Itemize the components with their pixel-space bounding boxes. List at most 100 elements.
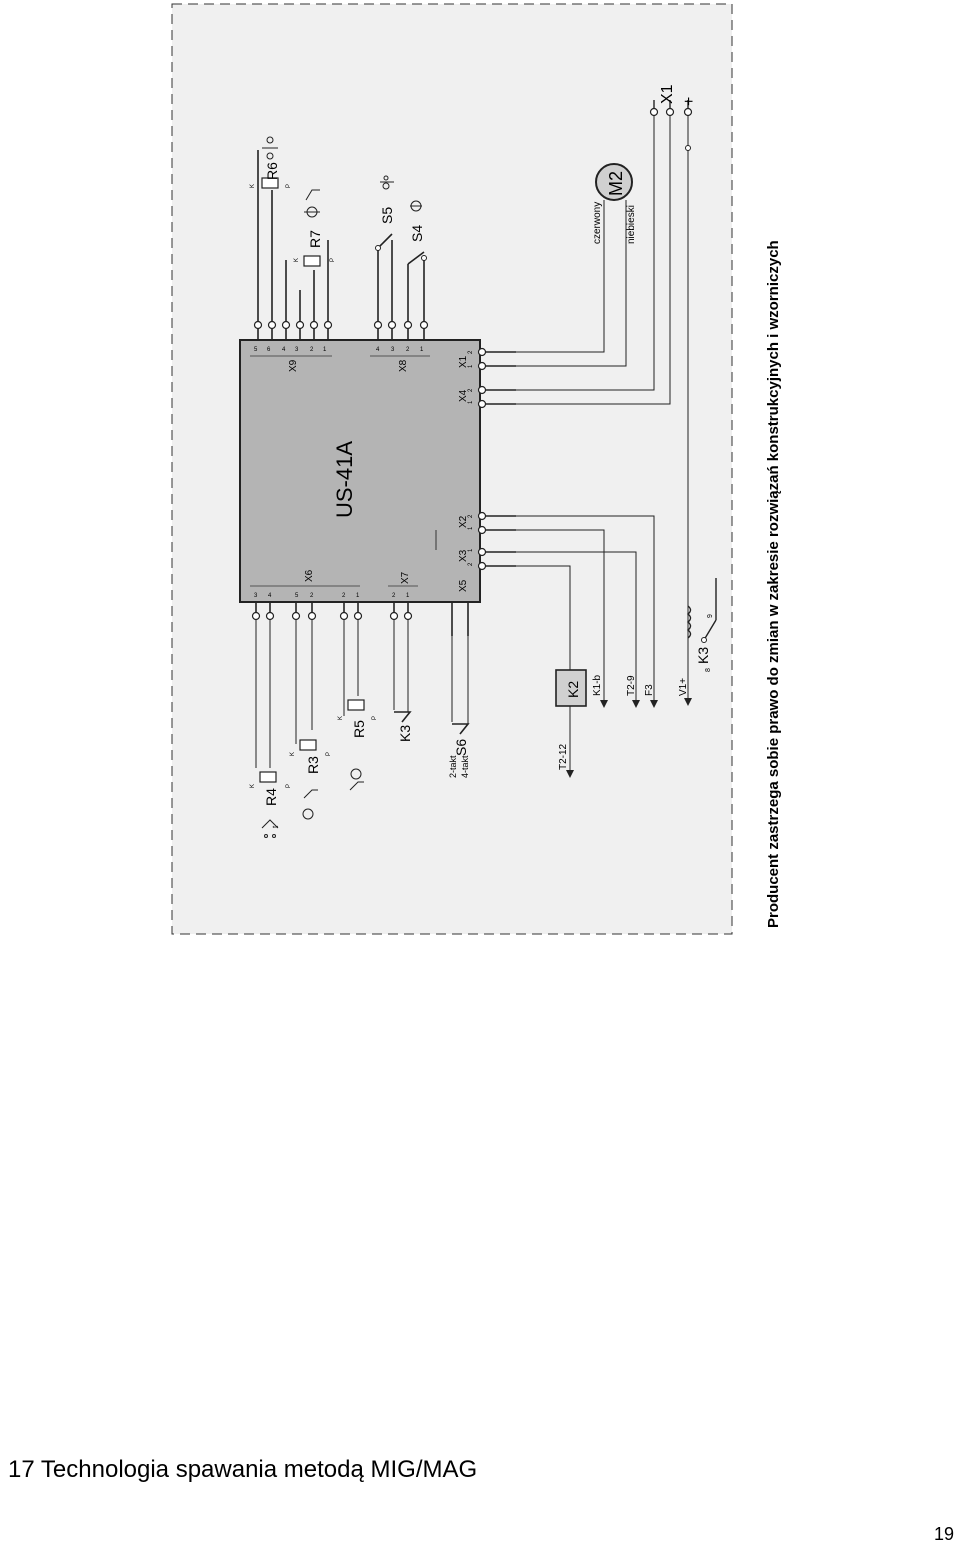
x3-label: X3 <box>458 549 469 562</box>
czerwony-label: czerwony <box>592 202 603 244</box>
svg-text:1: 1 <box>420 347 424 353</box>
r7-k-label: K <box>294 258 300 262</box>
niebieski-label: niebieski <box>626 205 637 244</box>
r6-potentiometer <box>261 177 279 189</box>
svg-text:2: 2 <box>468 562 474 566</box>
bottom-sockets <box>251 611 413 621</box>
r4-label: R4 <box>263 788 279 806</box>
r7-p-label: P <box>330 258 336 262</box>
r4-p-label: P <box>286 784 292 788</box>
top-sockets <box>253 320 429 330</box>
m2-label: M2 <box>606 171 626 196</box>
x2-label: X2 <box>458 515 469 528</box>
right-pins: 1 2 1 2 1 2 2 1 <box>468 350 474 566</box>
x5-label: X5 <box>458 579 469 592</box>
svg-text:1: 1 <box>356 593 360 599</box>
r5-potentiometer <box>347 699 365 711</box>
r5-p-label: P <box>372 716 378 720</box>
k3-contact-switch <box>703 578 717 641</box>
module-label: US-41A <box>332 441 357 518</box>
x8-pins: 4 3 2 1 <box>376 347 424 353</box>
x4-label: X4 <box>458 389 469 402</box>
r3-label: R3 <box>305 756 321 774</box>
r6-label: R6 <box>264 162 280 180</box>
plus-node <box>685 145 691 151</box>
x1-supply-label: X1 <box>659 84 676 104</box>
svg-text:2: 2 <box>468 350 474 354</box>
svg-text:6: 6 <box>267 347 271 353</box>
x6-pins: 3 4 5 2 2 1 <box>254 593 360 599</box>
k1-b-label: K1-b <box>592 674 603 696</box>
svg-text:1: 1 <box>406 593 410 599</box>
four-takt-label: 4-takt <box>460 755 470 778</box>
svg-text:3: 3 <box>295 347 299 353</box>
svg-text:2: 2 <box>468 388 474 392</box>
right-sockets <box>477 347 487 571</box>
k3-contact-node <box>701 637 707 643</box>
r6-p-label: P <box>286 184 292 188</box>
page-number: 19 <box>934 1524 955 1544</box>
s4-switch <box>407 251 425 265</box>
k3-coil-label: K3 <box>695 647 711 664</box>
svg-text:1: 1 <box>468 526 474 530</box>
svg-text:2: 2 <box>392 593 396 599</box>
svg-text:1: 1 <box>323 347 327 353</box>
two-takt-label: 2-takt <box>448 755 458 778</box>
s5-label: S5 <box>379 207 395 224</box>
r4-potentiometer <box>259 771 277 783</box>
svg-text:2: 2 <box>406 347 410 353</box>
k3-switch <box>394 711 412 723</box>
x9-label: X9 <box>288 359 299 372</box>
r6-symbol-icon <box>262 136 278 160</box>
s6-label: S6 <box>453 739 469 756</box>
svg-text:4: 4 <box>282 347 286 353</box>
x7-label: X7 <box>400 571 411 584</box>
plus-label: + <box>681 97 698 106</box>
module-box <box>239 339 481 603</box>
r7-label: R7 <box>307 230 323 248</box>
x8-label: X8 <box>398 359 409 372</box>
svg-text:4: 4 <box>268 593 272 599</box>
m2-motor <box>595 163 633 201</box>
x6-label: X6 <box>304 569 315 582</box>
svg-text:2: 2 <box>310 347 314 353</box>
k3-8-label: 8 <box>705 668 712 672</box>
r7-potentiometer <box>303 255 321 267</box>
x7-pins: 2 1 <box>392 593 410 599</box>
s4-label: S4 <box>409 225 425 242</box>
s4-contact <box>421 255 427 261</box>
svg-text:2: 2 <box>468 514 474 518</box>
r5-label: R5 <box>351 720 367 738</box>
r5-symbol-icon <box>349 768 364 791</box>
bottom-arrows <box>600 698 692 708</box>
r4-symbol-icon <box>261 819 279 838</box>
svg-text:2: 2 <box>342 593 346 599</box>
r3-p-label: P <box>326 752 332 756</box>
svg-text:3: 3 <box>254 593 258 599</box>
r4-k-label: K <box>250 784 256 788</box>
r5-k-label: K <box>338 716 344 720</box>
r6-k-label: K <box>250 184 256 188</box>
s4-symbol-icon <box>410 200 422 212</box>
x1-label: X1 <box>458 355 469 368</box>
s5-switch <box>377 233 393 249</box>
r3-symbol-icon <box>302 789 318 820</box>
t2-12-label: T2-12 <box>558 743 569 770</box>
k2-label: K2 <box>565 681 581 698</box>
svg-text:1: 1 <box>468 400 474 404</box>
svg-text:5: 5 <box>254 347 258 353</box>
svg-text:3: 3 <box>391 347 395 353</box>
svg-text:2: 2 <box>310 593 314 599</box>
r7-symbol-icon <box>304 189 320 218</box>
bottom-wires <box>255 602 469 768</box>
k3-label: K3 <box>397 725 413 742</box>
r4-t-label: t <box>271 825 280 828</box>
k3-coil <box>686 605 692 639</box>
s6-switch <box>452 723 470 735</box>
r3-k-label: K <box>290 752 296 756</box>
s5-contact <box>375 245 381 251</box>
s5-symbol-icon <box>380 175 394 190</box>
k3-9-label: 9 <box>707 614 714 618</box>
top-wires <box>257 150 425 340</box>
